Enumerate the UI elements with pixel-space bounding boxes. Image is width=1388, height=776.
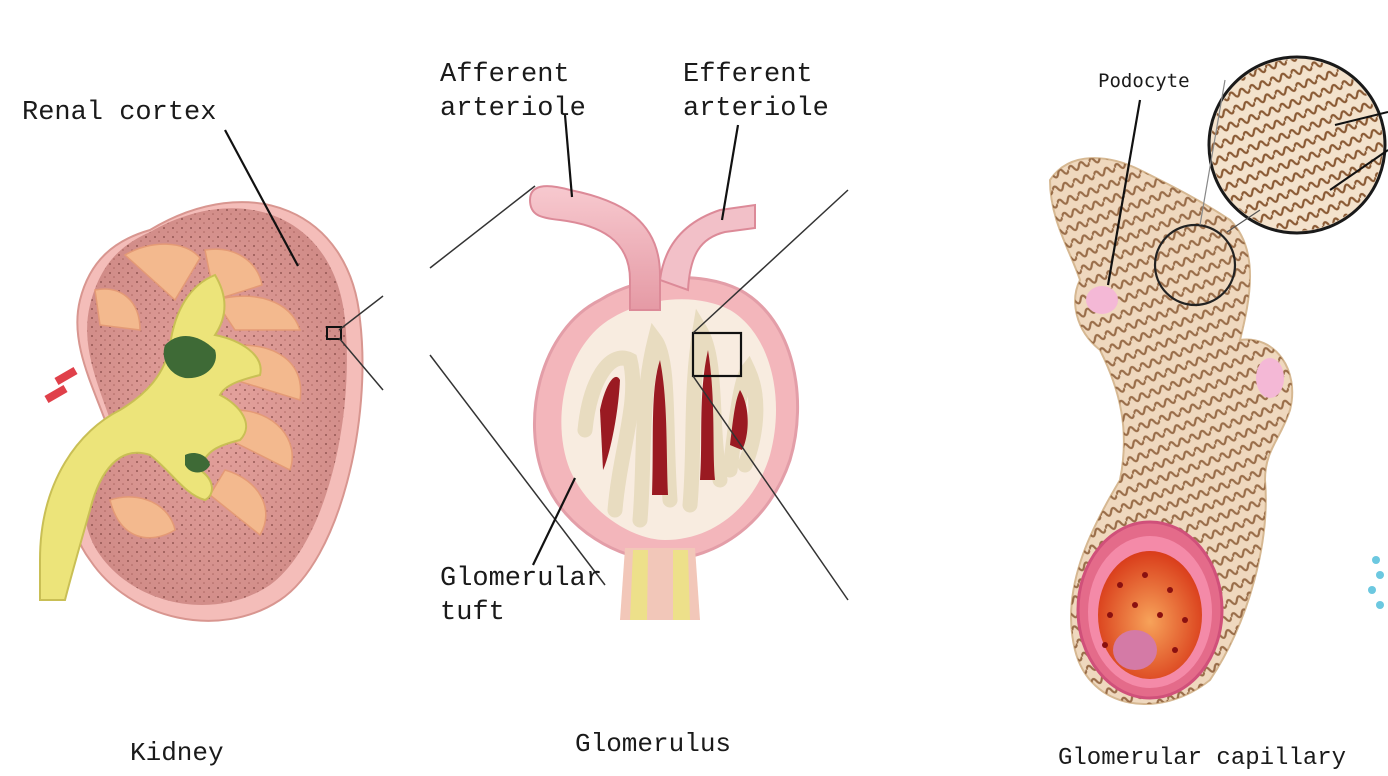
label-podocyte: Podocyte [1098, 64, 1190, 98]
label-afferent-line2: arteriole [440, 92, 586, 126]
kidney-drawing [40, 202, 362, 621]
caption-glomerulus: Glomerulus [575, 729, 731, 759]
leader-afferent [565, 115, 572, 197]
label-renal-cortex: Renal cortex [22, 96, 216, 130]
label-efferent-line2: arteriole [683, 92, 829, 126]
label-glomerular-tuft-line1: Glomerular [440, 562, 602, 596]
caption-kidney: Kidney [130, 738, 224, 768]
leader-efferent [722, 125, 738, 220]
label-afferent-line1: Afferent [440, 58, 570, 92]
label-efferent-line1: Efferent [683, 58, 813, 92]
label-glomerular-tuft-line2: tuft [440, 596, 505, 630]
capillary-drawing [1050, 57, 1388, 704]
glomerulus-drawing [530, 186, 798, 620]
caption-capillary: Glomerular capillary [1058, 745, 1346, 772]
